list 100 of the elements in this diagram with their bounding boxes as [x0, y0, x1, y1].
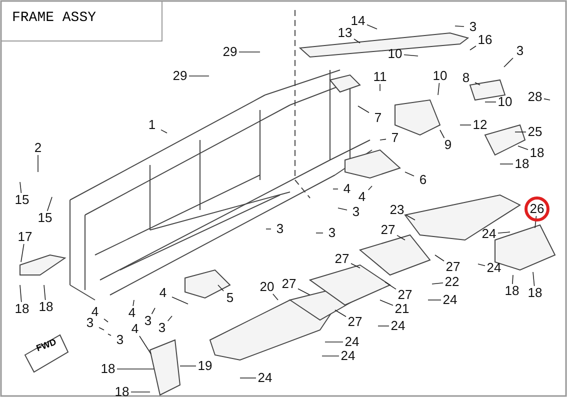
leader-line [350, 263, 360, 268]
leader-line [384, 282, 396, 290]
leader-line [366, 24, 378, 30]
leader-line [160, 129, 168, 134]
leader-line [272, 294, 278, 300]
callout-number: 29 [171, 69, 189, 83]
leader-line [470, 46, 476, 50]
callout-number: 18 [37, 300, 55, 314]
callout-number: 10 [386, 47, 404, 61]
leader-line [139, 336, 152, 354]
leader-line [454, 26, 464, 27]
callout-number: 22 [443, 275, 461, 289]
callout-number: 24 [485, 261, 503, 275]
leader-line [20, 284, 22, 302]
callout-number: 7 [386, 131, 404, 145]
callout-number: 19 [196, 359, 214, 373]
callout-number: 3 [464, 20, 482, 34]
leader-line [354, 38, 360, 44]
callout-number: 18 [528, 146, 546, 160]
callout-number: 18 [526, 286, 544, 300]
callout-number: 10 [496, 95, 514, 109]
leader-line [380, 138, 386, 140]
leader-line [544, 98, 550, 100]
callout-number: 4 [154, 286, 172, 300]
callout-number: 10 [431, 69, 449, 83]
callout-number: 27 [346, 315, 364, 329]
leader-line [440, 130, 445, 138]
callout-number: 14 [349, 14, 367, 28]
leader-line [151, 308, 156, 314]
leader-line [104, 318, 108, 322]
leader-line [380, 300, 394, 306]
leader-line [338, 208, 348, 210]
leader-line [512, 274, 514, 284]
callout-number: 7 [369, 111, 387, 125]
callout-number: 29 [221, 45, 239, 59]
callout-number: 4 [123, 306, 141, 320]
callout-number: 4 [338, 182, 356, 196]
callout-number: 24 [256, 371, 274, 385]
leader-line [316, 232, 324, 234]
leader-line [20, 244, 24, 262]
callout-number: 21 [393, 302, 411, 316]
callout-number: 3 [111, 333, 129, 347]
leader-line [46, 196, 52, 212]
callout-number: 11 [371, 70, 389, 84]
leader-line [98, 327, 104, 330]
direction-label: FWD [34, 336, 58, 354]
callout-number: 24 [339, 349, 357, 363]
leader-line [172, 296, 188, 304]
leader-line [432, 282, 444, 284]
callout-number: 27 [280, 277, 298, 291]
title-text: FRAME ASSY [12, 10, 96, 26]
leader-line [406, 214, 416, 220]
callout-number: 20 [258, 280, 276, 294]
callout-number: 27 [396, 288, 414, 302]
leader-line [478, 264, 486, 266]
callout-number: 18 [503, 284, 521, 298]
leader-line [298, 288, 310, 296]
leader-line [534, 216, 537, 228]
callout-number: 24 [343, 335, 361, 349]
leader-line [504, 58, 514, 68]
leader-line [108, 334, 112, 336]
leader-line [404, 54, 418, 56]
leader-line [460, 124, 472, 126]
callout-number: 3 [511, 44, 529, 58]
callout-number: 3 [81, 316, 99, 330]
leader-line [434, 254, 444, 262]
leader-line [518, 146, 528, 150]
leader-line [218, 284, 224, 292]
leader-line [44, 284, 46, 300]
callout-number: 15 [13, 193, 31, 207]
leader-line [498, 232, 510, 234]
callout-number: 6 [414, 173, 432, 187]
callout-number: 1 [143, 118, 161, 132]
callout-number: 18 [113, 385, 131, 399]
leader-line [404, 172, 414, 176]
leader-line [116, 368, 154, 370]
callout-number: 24 [441, 293, 459, 307]
leader-line [334, 310, 346, 317]
callout-number: 12 [471, 118, 489, 132]
leader-line [368, 186, 372, 190]
leader-line [474, 82, 480, 86]
callout-number: 27 [379, 223, 397, 237]
callout-number: 15 [36, 211, 54, 225]
callout-number: 24 [389, 319, 407, 333]
callout-number: 3 [271, 222, 289, 236]
leader-line [532, 272, 535, 286]
callout-number: 18 [99, 362, 117, 376]
callout-number: 27 [333, 252, 351, 266]
leader-line [396, 234, 406, 240]
callout-number: 13 [336, 26, 354, 40]
callout-number: 4 [353, 190, 371, 204]
leader-line [438, 82, 440, 96]
callout-number: 9 [439, 138, 457, 152]
leader-line [20, 182, 22, 194]
callout-number: 16 [476, 33, 494, 47]
callout-number: 28 [526, 90, 544, 104]
callout-number: 26 [528, 202, 546, 216]
leader-line [332, 188, 338, 190]
callout-number: 24 [480, 227, 498, 241]
leader-line [266, 228, 272, 230]
